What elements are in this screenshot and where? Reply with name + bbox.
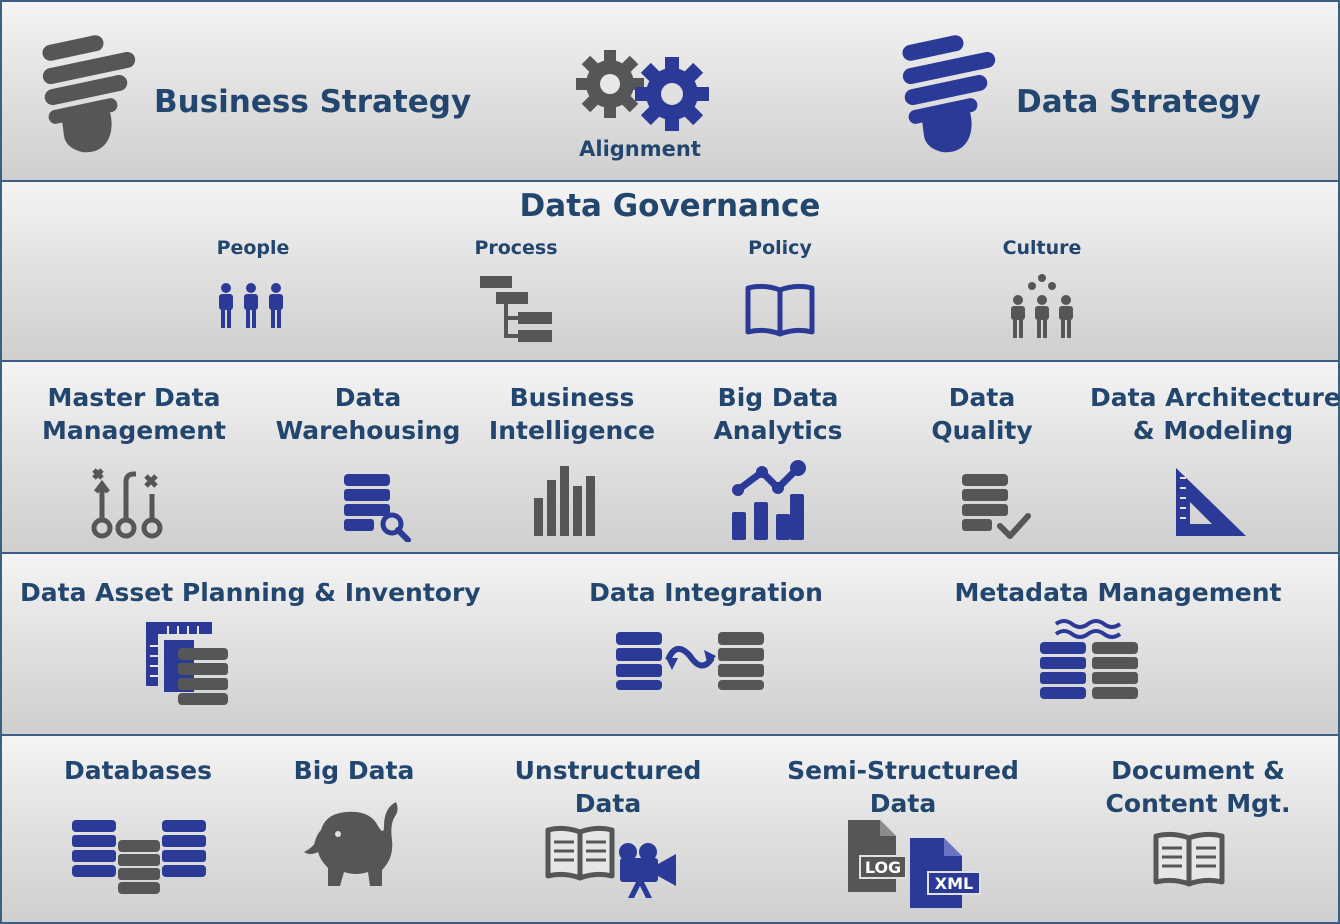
source-line2: Data [574, 789, 642, 818]
database-search-icon [344, 474, 411, 542]
xml-tag: XML [935, 874, 973, 893]
culture-icon [1011, 274, 1073, 338]
database-sync-icon [616, 632, 764, 690]
governance-band [0, 180, 1340, 362]
process-icon [480, 276, 552, 342]
disciplines-band [0, 360, 1340, 554]
data-warehousing-label: Data Warehousing [268, 381, 468, 447]
source-line2: Data [869, 789, 937, 818]
document-content-label: Document & Content Mgt. [1098, 754, 1298, 820]
discipline-line2: Intelligence [488, 416, 656, 445]
alignment-label: Alignment [579, 137, 701, 161]
discipline-line2: Quality [931, 416, 1033, 445]
data-architecture-modeling-label: Data Architecture & Modeling [1090, 381, 1340, 447]
pillar-culture-label: Culture [1002, 237, 1082, 259]
bulb-icon [42, 35, 136, 153]
databases-label: Databases [64, 756, 212, 785]
pillar-people-label: People [216, 237, 290, 259]
pillar-policy-label: Policy [748, 237, 812, 259]
discipline-line1: Data [948, 383, 1016, 412]
data-governance-title: Data Governance [519, 188, 821, 224]
database-check-icon [962, 474, 1031, 539]
trend-chart-icon [732, 460, 806, 540]
big-data-label: Big Data [293, 756, 415, 785]
data-asset-planning-label: Data Asset Planning & Inventory [20, 578, 481, 607]
metadata-database-icon [1040, 619, 1138, 699]
discipline-line1: Master Data [47, 383, 221, 412]
book-icon [745, 283, 815, 337]
data-quality-label: Data Quality [882, 381, 1082, 447]
bulb-icon [902, 35, 996, 153]
data-integration-label: Data Integration [589, 578, 823, 607]
discipline-line1: Data [334, 383, 402, 412]
set-square-icon [1176, 468, 1246, 536]
databases-icon [72, 820, 206, 894]
source-line1: Semi-Structured [787, 756, 1019, 785]
metadata-management-label: Metadata Management [954, 578, 1282, 607]
big-data-analytics-label: Big Data Analytics [678, 381, 878, 447]
people-icon [219, 283, 283, 328]
discipline-line2: & Modeling [1132, 416, 1294, 445]
source-line2: Content Mgt. [1105, 789, 1291, 818]
log-tag: LOG [865, 858, 901, 877]
data-strategy-label: Data Strategy [1016, 84, 1261, 120]
source-line1: Unstructured [514, 756, 702, 785]
open-book-icon [1153, 831, 1225, 887]
discipline-line1: Data Architecture [1090, 383, 1340, 412]
book-camera-icon [545, 825, 676, 898]
pillar-process-label: Process [474, 237, 558, 259]
sources-band [0, 734, 1340, 924]
source-line1: Document & [1111, 756, 1285, 785]
discipline-line1: Business [509, 383, 635, 412]
gears-icon [576, 50, 709, 131]
semi-structured-data-label: Semi-Structured Data [778, 754, 1028, 820]
unstructured-data-label: Unstructured Data [508, 754, 708, 820]
master-data-management-label: Master Data Management [34, 381, 234, 447]
business-strategy-label: Business Strategy [154, 84, 472, 120]
discipline-line2: Management [41, 416, 227, 445]
ruler-database-icon [146, 622, 228, 705]
discipline-line2: Warehousing [275, 416, 461, 445]
business-intelligence-label: Business Intelligence [472, 381, 672, 447]
keys-icon [91, 468, 163, 539]
elephant-icon [304, 802, 398, 886]
discipline-line1: Big Data [717, 383, 839, 412]
discipline-line2: Analytics [713, 416, 843, 445]
bar-chart-icon [534, 466, 595, 536]
log-xml-files-icon: LOG XML [848, 820, 981, 908]
